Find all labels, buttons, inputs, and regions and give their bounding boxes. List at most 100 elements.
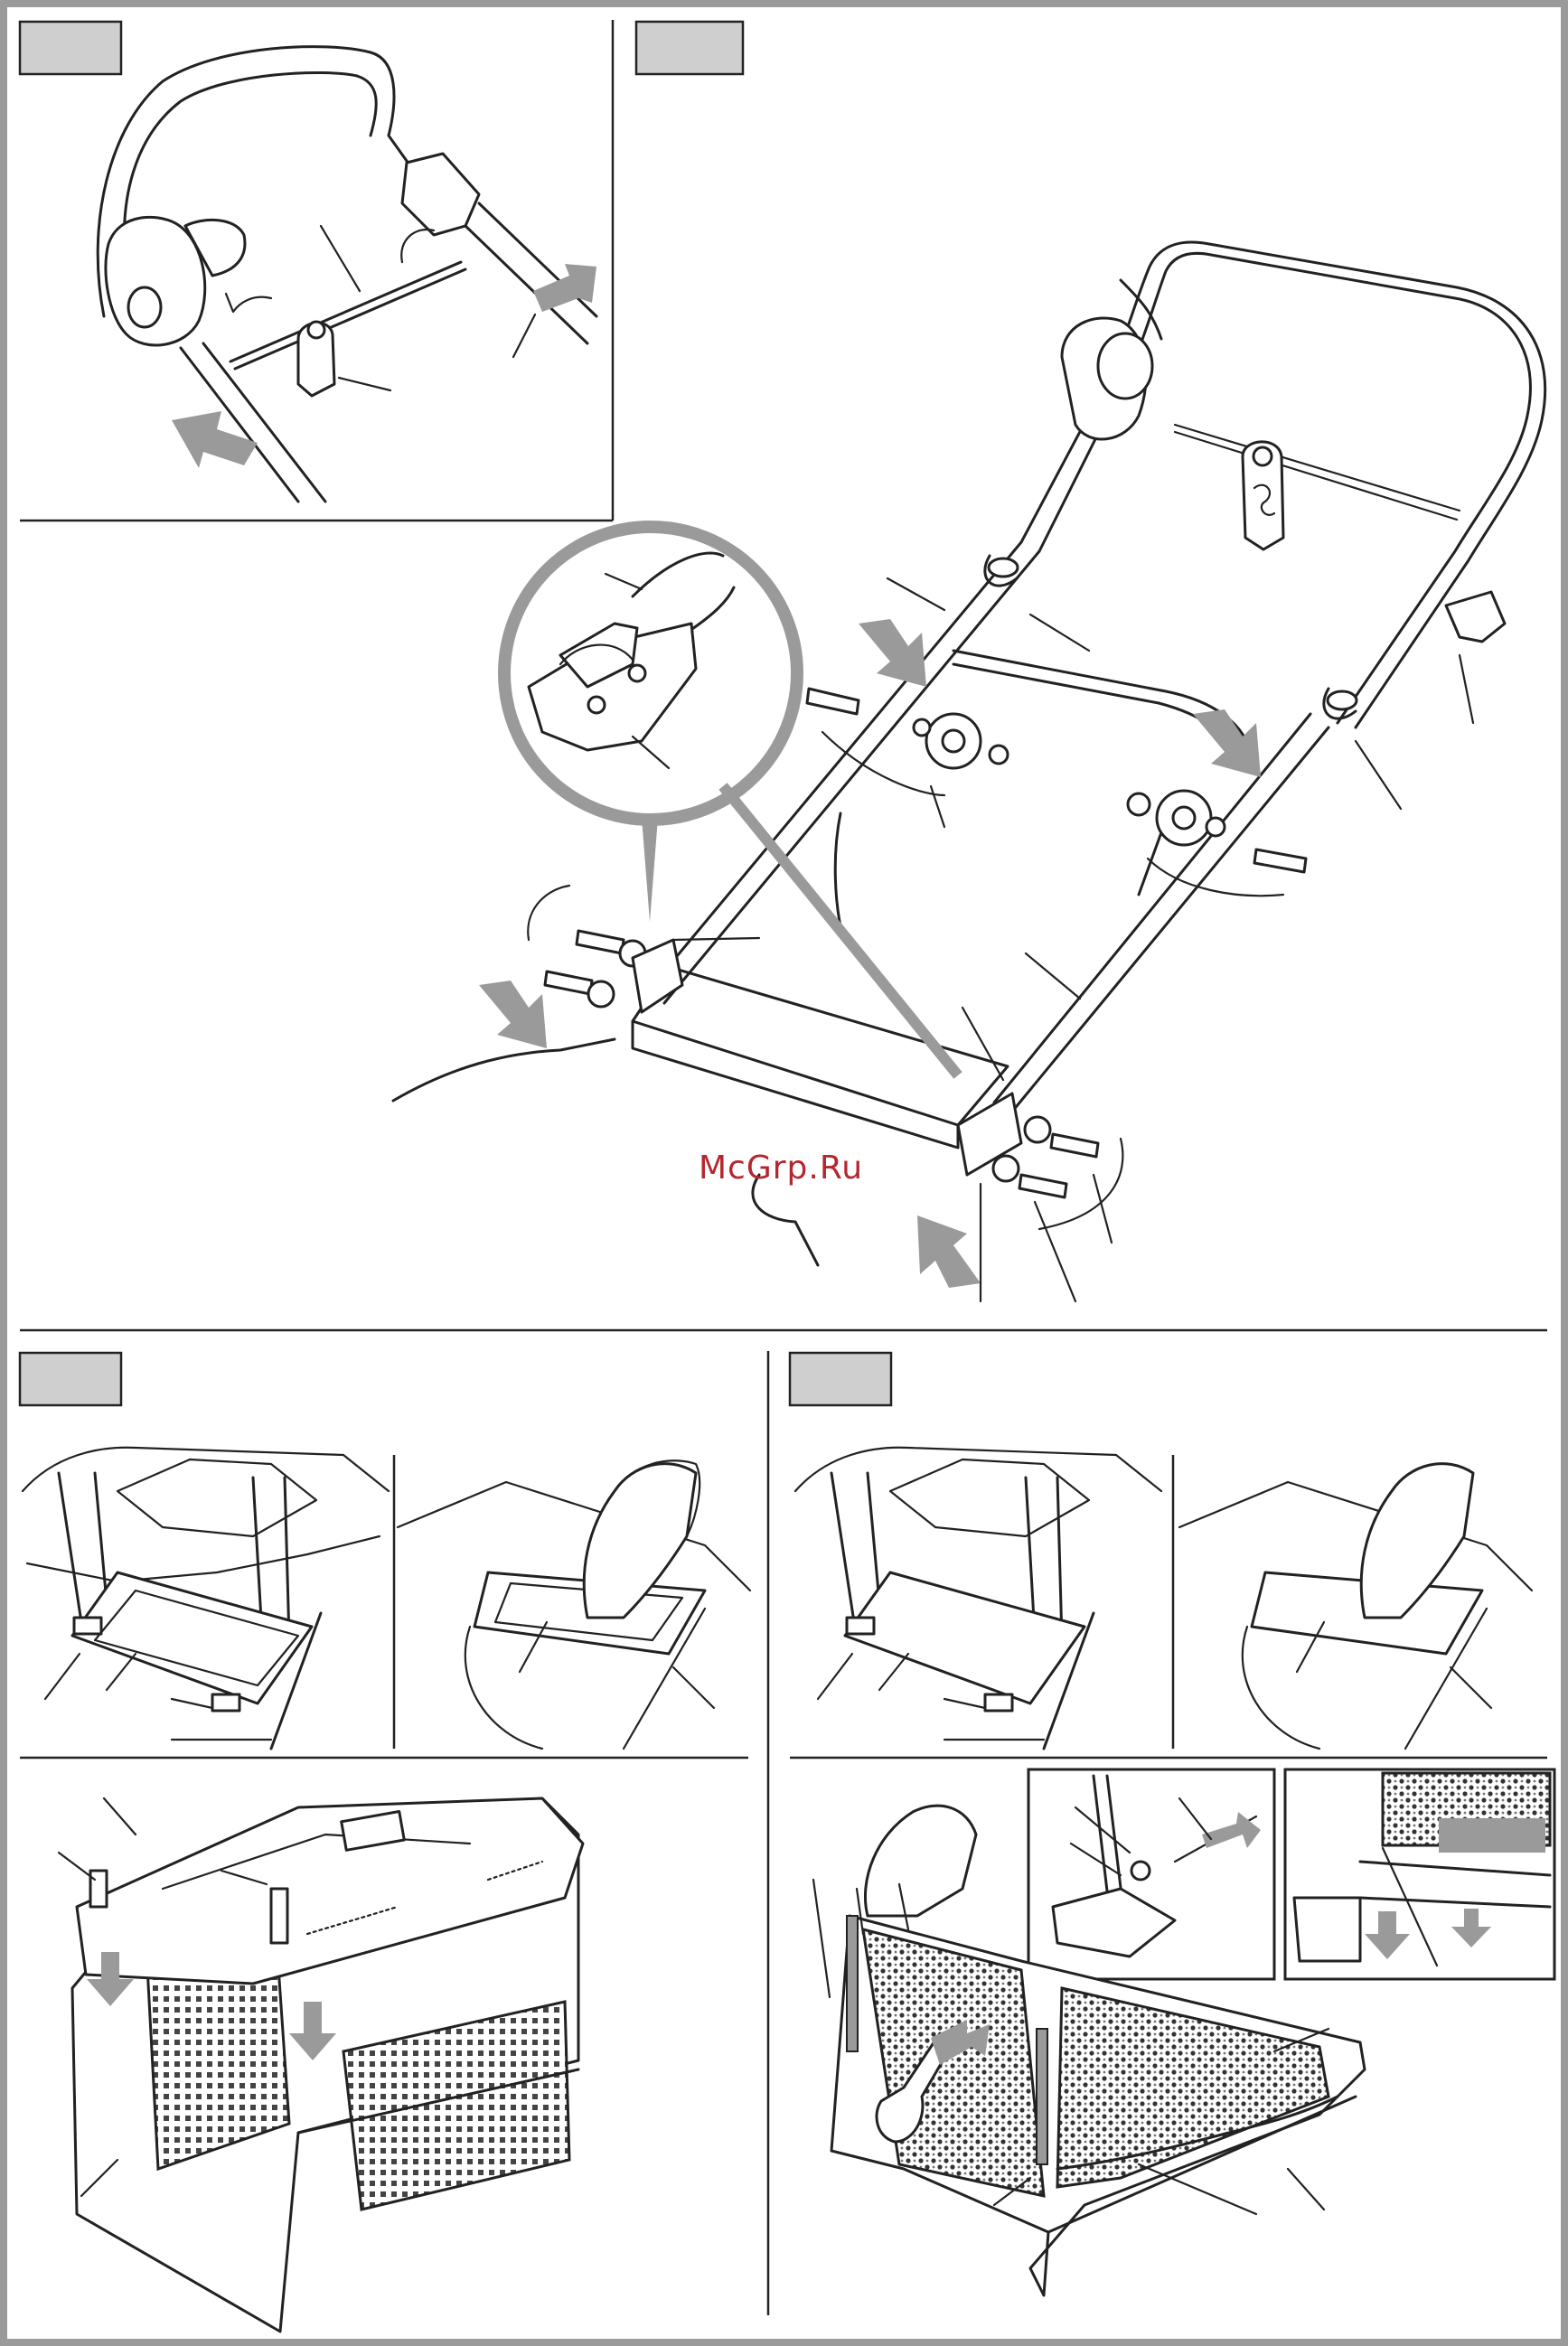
zoom-hole bbox=[629, 665, 645, 681]
callout-line bbox=[45, 1654, 80, 1699]
inset-box bbox=[1028, 1769, 1274, 1979]
panel-label-box bbox=[20, 1353, 121, 1405]
callout-line bbox=[813, 1880, 830, 1997]
nut bbox=[1128, 793, 1150, 815]
washer bbox=[993, 1156, 1019, 1181]
callout-line bbox=[513, 314, 535, 357]
callout-line bbox=[673, 1667, 714, 1708]
latch bbox=[847, 1618, 874, 1634]
cable-rod bbox=[230, 262, 461, 361]
right-rail bbox=[1012, 727, 1329, 1112]
callout-line bbox=[1139, 2164, 1256, 2214]
bolt bbox=[577, 931, 624, 953]
deck-panel bbox=[953, 651, 1252, 759]
panel-label-box bbox=[20, 22, 121, 74]
callout-line bbox=[1288, 2169, 1324, 2210]
panel-handle-detail bbox=[20, 20, 613, 521]
hand bbox=[865, 1806, 976, 1916]
filter-highlight bbox=[1439, 1818, 1545, 1853]
callout-line bbox=[673, 938, 759, 940]
knob-cap bbox=[1098, 333, 1152, 399]
callout-line bbox=[1356, 741, 1401, 809]
deck-outline bbox=[795, 1448, 1161, 1491]
deck-outline bbox=[1179, 1482, 1532, 1591]
deck-outline bbox=[393, 1039, 615, 1101]
bolt bbox=[545, 971, 592, 994]
cable-hook bbox=[1446, 592, 1505, 642]
pivot-hole bbox=[128, 287, 161, 327]
callout-line bbox=[1460, 655, 1473, 723]
direction-arrow bbox=[917, 1215, 981, 1288]
deck-outline bbox=[1243, 1627, 1319, 1749]
rail bbox=[1057, 1478, 1062, 1640]
callout-line bbox=[321, 226, 360, 291]
direction-arrow bbox=[859, 619, 926, 687]
wing-knob-center bbox=[1173, 807, 1195, 829]
callout-line bbox=[1035, 1202, 1075, 1301]
cable-clip bbox=[1328, 691, 1357, 709]
box-frame-rail bbox=[1037, 2029, 1047, 2164]
direction-arrow bbox=[172, 411, 258, 468]
screw bbox=[90, 1871, 107, 1907]
callout-line bbox=[1030, 615, 1089, 651]
right-rail bbox=[994, 714, 1310, 1103]
rail bbox=[59, 1473, 81, 1622]
screw bbox=[271, 1889, 287, 1943]
deck-outline bbox=[398, 1482, 750, 1591]
cross-cable bbox=[1175, 432, 1457, 520]
callout-line bbox=[104, 1798, 136, 1835]
callout-line bbox=[887, 578, 944, 610]
callout-line bbox=[879, 1654, 908, 1690]
panel-label-box bbox=[790, 1353, 891, 1405]
rear-flap bbox=[633, 967, 1008, 1125]
filter-plate bbox=[845, 1572, 1084, 1703]
washer bbox=[1025, 1117, 1050, 1142]
callout-line bbox=[59, 1853, 95, 1880]
rotation-arc bbox=[528, 886, 569, 940]
deck-outline bbox=[753, 1175, 818, 1265]
right-clamp bbox=[402, 154, 479, 235]
direction-arrow bbox=[1193, 709, 1261, 777]
rail bbox=[831, 1473, 854, 1622]
deck-line bbox=[27, 1536, 380, 1581]
callout-line bbox=[1026, 953, 1080, 999]
latch bbox=[74, 1618, 101, 1634]
tag-hole bbox=[1253, 447, 1272, 465]
bolt bbox=[807, 689, 859, 714]
callout-line bbox=[339, 378, 390, 390]
cable-clip bbox=[989, 558, 1018, 577]
callout-line bbox=[1451, 1667, 1491, 1708]
cross-cable bbox=[1175, 425, 1460, 511]
watermark: McGrp.Ru bbox=[699, 1150, 863, 1187]
callout-line bbox=[172, 1699, 212, 1708]
direction-arrow bbox=[479, 981, 547, 1048]
latch bbox=[985, 1694, 1012, 1711]
magnifier-pointer bbox=[642, 818, 658, 922]
rotate-arrow bbox=[401, 230, 434, 262]
nut bbox=[990, 746, 1008, 764]
deck-outline bbox=[23, 1448, 389, 1491]
cable-rod bbox=[235, 269, 465, 369]
callout-line bbox=[931, 786, 944, 827]
wing-knob-center bbox=[943, 730, 964, 752]
direction-arrow bbox=[533, 264, 596, 312]
washer bbox=[1207, 818, 1225, 836]
rotate-arrow bbox=[226, 294, 271, 312]
callout-line bbox=[1094, 1175, 1112, 1243]
washer bbox=[588, 981, 614, 1007]
filter-plate bbox=[72, 1572, 312, 1703]
panel-label-box bbox=[636, 22, 743, 74]
box-frame-rail bbox=[847, 1916, 858, 2051]
bolt bbox=[1254, 849, 1306, 872]
deck-edge bbox=[835, 813, 840, 926]
latch bbox=[212, 1694, 239, 1711]
screw-head bbox=[1131, 1862, 1150, 1880]
callout-line bbox=[818, 1654, 852, 1699]
hook-ring bbox=[308, 322, 324, 338]
panel-filter-remove bbox=[790, 1353, 1554, 2295]
callout-line bbox=[107, 1654, 136, 1690]
box-rim bbox=[1294, 1898, 1360, 1961]
zoom-hole bbox=[588, 697, 605, 713]
washer bbox=[914, 719, 930, 736]
